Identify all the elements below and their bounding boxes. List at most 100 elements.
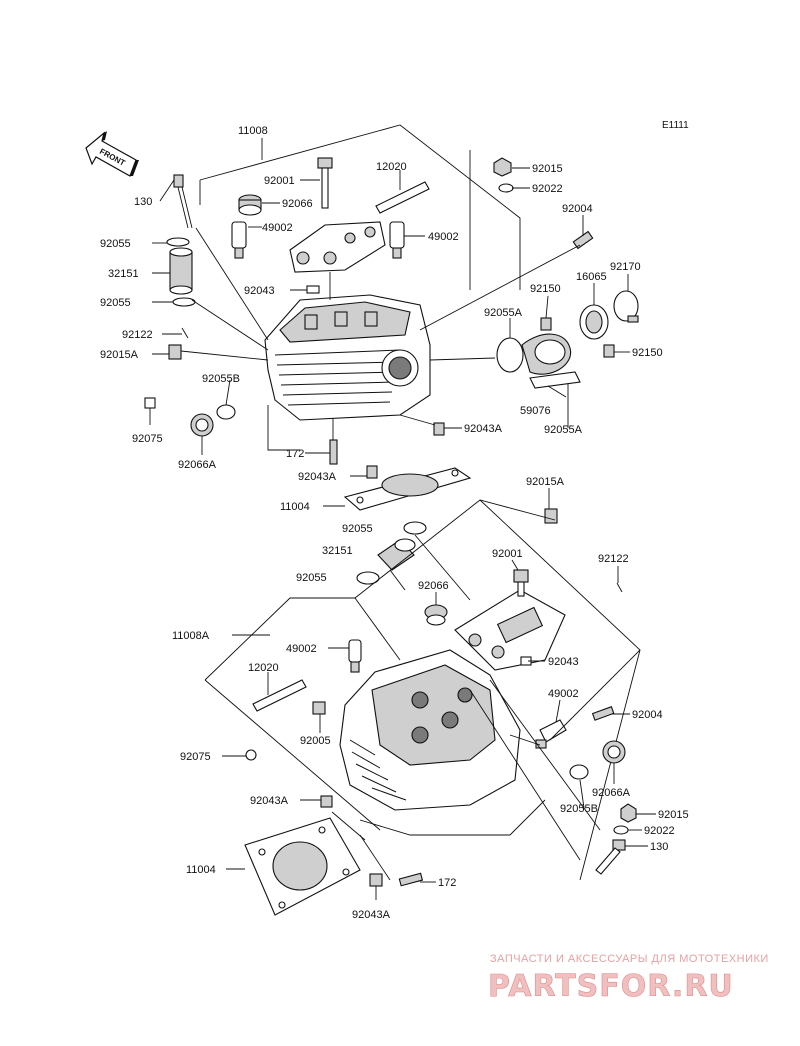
watermark: ЗАПЧАСТИ И АКСЕССУАРЫ ДЛЯ МОТОТЕХНИКИ PA…	[488, 953, 769, 1004]
pin-92043-top	[306, 285, 320, 294]
label-130-bottom: 130	[650, 841, 668, 853]
label-92004-top: 92004	[562, 203, 593, 215]
label-172-top: 172	[286, 448, 304, 460]
stud-92004-bottom	[591, 706, 615, 721]
label-92055-d: 92055	[296, 572, 327, 584]
stud-172-bottom	[398, 872, 424, 887]
cap-92075-top	[144, 397, 156, 409]
label-92122-bottom: 92122	[598, 553, 629, 565]
label-92055-b: 92055	[100, 297, 131, 309]
bolt-130-top	[173, 174, 193, 229]
label-11008: 11008	[238, 125, 268, 137]
drawing-code: E1111	[662, 120, 689, 131]
tappet-49002-bottom-left	[348, 639, 362, 673]
label-32151-top: 32151	[108, 268, 139, 280]
gasket-92055A-bottom	[529, 371, 581, 389]
stud-172-top	[329, 439, 338, 465]
o-ring-92055-c	[403, 521, 427, 535]
label-49002-top-left: 49002	[262, 222, 293, 234]
pin-92122-top	[181, 327, 189, 339]
plug-92066A-bottom	[602, 740, 626, 764]
pin-92043A-top-right	[433, 422, 445, 436]
pin-92043A-bottom	[369, 873, 383, 887]
label-92043A-mid: 92043A	[298, 471, 337, 483]
bolt-92001-top	[317, 157, 333, 209]
label-92055B-top: 92055B	[202, 373, 240, 385]
intake-pipe-59076	[521, 333, 572, 375]
label-92001-bottom: 92001	[492, 548, 523, 560]
label-92055A-bottom: 92055A	[544, 424, 583, 436]
cap-92075-bottom	[245, 749, 257, 761]
label-49002-bottom-right: 49002	[548, 688, 579, 700]
label-92066A-bottom: 92066A	[592, 787, 631, 799]
label-92055-c: 92055	[342, 523, 373, 535]
plug-92066-top	[238, 194, 262, 216]
leaders-bottom	[222, 488, 656, 900]
o-ring-92055-b	[172, 297, 196, 307]
label-92055A-top: 92055A	[484, 307, 523, 319]
pin-92043A-mid	[366, 465, 378, 479]
label-11008A: 11008A	[172, 630, 210, 642]
tappet-49002-bottom-right	[535, 719, 567, 749]
clamp-92170	[613, 290, 639, 323]
washer-92022-bottom	[613, 825, 629, 835]
label-92022-bottom: 92022	[644, 825, 675, 837]
o-ring-92055-d	[356, 571, 380, 585]
head-gasket-top	[343, 467, 472, 511]
label-92055B-bottom: 92055B	[560, 803, 598, 815]
bolt-92150-a	[540, 317, 552, 331]
tube-32151-top	[169, 247, 193, 295]
nut-92015-top	[493, 157, 512, 177]
label-130-top: 130	[134, 196, 152, 208]
shaft-12020-top	[375, 181, 430, 214]
watermark-line2: PARTSFOR.RU	[488, 969, 734, 1004]
o-ring-92055A-top	[496, 337, 524, 373]
part-labels: 11008 130 92001 12020 92015 92022 92066 …	[100, 125, 689, 921]
label-12020-top: 12020	[376, 161, 407, 173]
leaders-top	[149, 167, 630, 507]
label-92043-bottom: 92043	[548, 656, 579, 668]
dowel-92015A-left	[168, 344, 182, 360]
label-92005: 92005	[300, 735, 331, 747]
tube-32151-bottom	[377, 538, 416, 571]
rocker-holder-bottom	[454, 589, 566, 671]
label-92075-bottom: 92075	[180, 751, 211, 763]
tappet-49002-top-right	[389, 221, 405, 259]
label-92043A-bottom-left: 92043A	[250, 795, 289, 807]
label-92043-top: 92043	[244, 285, 275, 297]
label-92075-top: 92075	[132, 433, 163, 445]
bracket-11008	[199, 124, 521, 290]
joint-16065	[579, 304, 609, 340]
stud-92004-top	[572, 230, 594, 250]
o-ring-92055B-bottom	[569, 764, 589, 780]
plug-92005	[312, 701, 326, 715]
watermark-line1: ЗАПЧАСТИ И АКСЕССУАРЫ ДЛЯ МОТОТЕХНИКИ	[490, 953, 769, 965]
bolt-92001-bottom	[513, 569, 529, 597]
label-92015-top: 92015	[532, 163, 563, 175]
label-92015-bottom: 92015	[658, 809, 689, 821]
label-92150-a: 92150	[530, 283, 561, 295]
pin-92043A-bottom-left	[320, 795, 333, 808]
label-92001-top: 92001	[264, 175, 295, 187]
label-92066A-top: 92066A	[178, 459, 217, 471]
o-ring-92055-a	[166, 237, 190, 247]
label-92150-b: 92150	[632, 347, 663, 359]
plug-92066A-top	[190, 413, 214, 437]
pin-92122-bottom	[616, 582, 623, 593]
o-ring-92055B-top	[216, 404, 236, 420]
label-92170: 92170	[610, 261, 641, 273]
label-59076: 59076	[520, 405, 551, 417]
label-92055-a: 92055	[100, 238, 131, 250]
bolt-92150-b	[603, 344, 615, 358]
dowel-92015A-right	[544, 508, 558, 524]
label-92066-bottom: 92066	[418, 580, 449, 592]
nut-92015-bottom	[620, 803, 637, 823]
plug-92066-bottom	[424, 604, 448, 626]
label-172-bottom: 172	[438, 877, 456, 889]
cylinder-head-bottom	[339, 649, 521, 811]
head-gasket-bottom	[244, 817, 361, 916]
label-16065: 16065	[576, 271, 607, 283]
label-92043A-bottom: 92043A	[352, 909, 391, 921]
label-32151-bottom: 32151	[322, 545, 353, 557]
